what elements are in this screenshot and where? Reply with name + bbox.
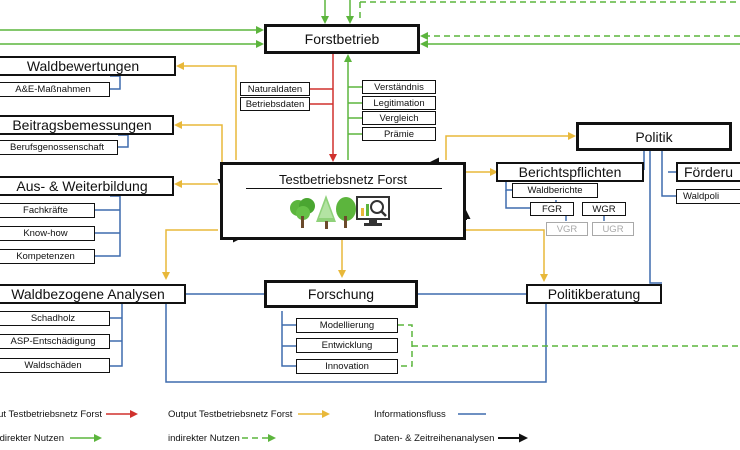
forstbetrieb-connections — [0, 26, 740, 162]
aus-weiterbildung-box: Aus- & Weiterbildung — [0, 176, 174, 196]
vergleich-box: Vergleich — [362, 111, 436, 125]
legend-lines — [70, 410, 528, 443]
berichtspflichten-box: Berichtspflichten — [496, 162, 644, 182]
legend-timeseries-label: Daten- & Zeitreihenanalysen — [374, 433, 495, 444]
deciduous-tree-2-icon — [334, 196, 358, 235]
vgr-box: VGR — [546, 222, 588, 236]
fgr-box: FGR — [530, 202, 574, 216]
know-how-box: Know-how — [0, 226, 95, 241]
entwicklung-box: Entwicklung — [296, 338, 398, 353]
ae-massnahmen-box: A&E-Maßnahmen — [0, 82, 110, 97]
beitragsbemessungen-box: Beitragsbemessungen — [0, 115, 174, 135]
modellierung-box: Modellierung — [296, 318, 398, 333]
legend-output-label: Output Testbetriebsnetz Forst — [168, 409, 293, 420]
wgr-box: WGR — [582, 202, 626, 216]
politik-box: Politik — [576, 122, 732, 151]
forstbetrieb-box: Forstbetrieb — [264, 24, 420, 54]
naturaldaten-box: Naturaldaten — [240, 82, 310, 96]
testbetriebsnetz-title: Testbetriebsnetz Forst — [279, 172, 407, 187]
ugr-box: UGR — [592, 222, 634, 236]
innovation-box: Innovation — [296, 359, 398, 374]
indirect-benefit-lines — [398, 324, 740, 367]
conifer-tree-icon — [314, 194, 338, 235]
deciduous-tree-icon — [288, 196, 318, 235]
fachkraefte-box: Fachkräfte — [0, 203, 95, 218]
legitimation-box: Legitimation — [362, 96, 436, 110]
monitor-magnifier-icon — [356, 196, 390, 233]
legend-input-label: Input Testbetriebsnetz Forst — [0, 409, 102, 420]
foerderung-box: Förderu — [676, 162, 740, 182]
top-green-arrows — [321, 0, 740, 24]
schadholz-box: Schadholz — [0, 311, 110, 326]
legend-indirect-label: indirekter Nutzen — [168, 433, 240, 444]
politikberatung-box: Politikberatung — [526, 284, 662, 304]
asp-entschaedigung-box: ASP-Entschädigung — [0, 334, 110, 349]
title-underline — [246, 188, 442, 189]
praemie-box: Prämie — [362, 127, 436, 141]
berufsgenossenschaft-box: Berufsgenossenschaft — [0, 140, 118, 155]
output-arrows — [162, 62, 576, 282]
legend-info-label: Informationsfluss — [374, 409, 446, 420]
legend-direct-label: direkter Nutzen — [0, 433, 64, 444]
waldbezogene-analysen-box: Waldbezogene Analysen — [0, 284, 186, 304]
verstaendnis-box: Verständnis — [362, 80, 436, 94]
waldpolitik-box: Waldpoli — [676, 189, 740, 204]
waldbewertungen-box: Waldbewertungen — [0, 56, 176, 76]
betriebsdaten-box: Betriebsdaten — [240, 97, 310, 111]
waldschaeden-box: Waldschäden — [0, 358, 110, 373]
forschung-box: Forschung — [264, 280, 418, 308]
waldberichte-box: Waldberichte — [512, 183, 598, 198]
kompetenzen-box: Kompetenzen — [0, 249, 95, 264]
